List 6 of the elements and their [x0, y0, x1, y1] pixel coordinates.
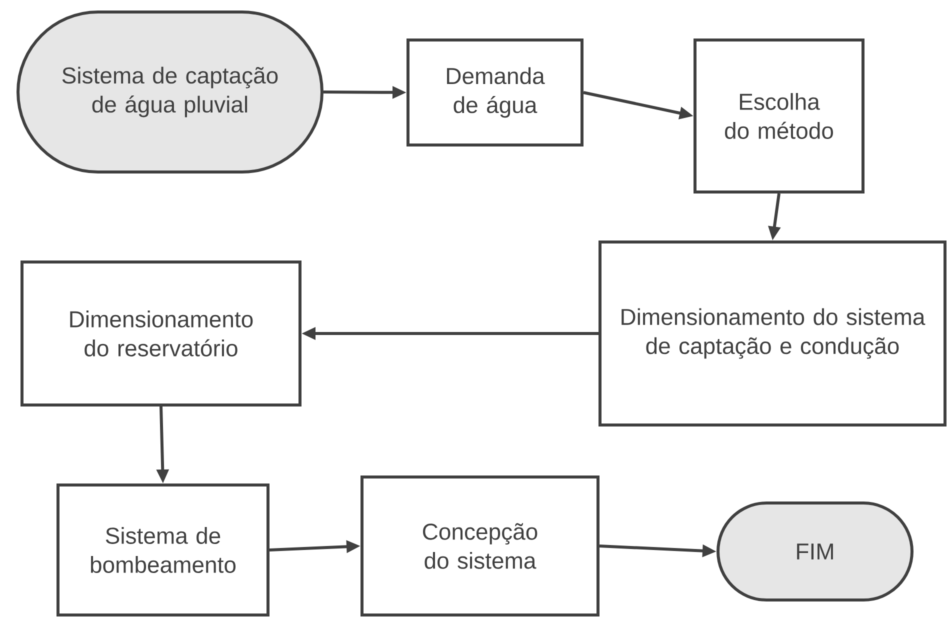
process-box: Sistema de bombeamento	[56, 484, 270, 616]
process-box: Demanda de água	[406, 38, 584, 146]
process-box: Dimensionamento do reservatório	[20, 260, 302, 406]
process-box: Dimensionamento do sistema de captação e condução	[598, 240, 946, 426]
process-box: Concepção do sistema	[360, 476, 600, 616]
process-box: Escolha do método	[694, 38, 864, 194]
